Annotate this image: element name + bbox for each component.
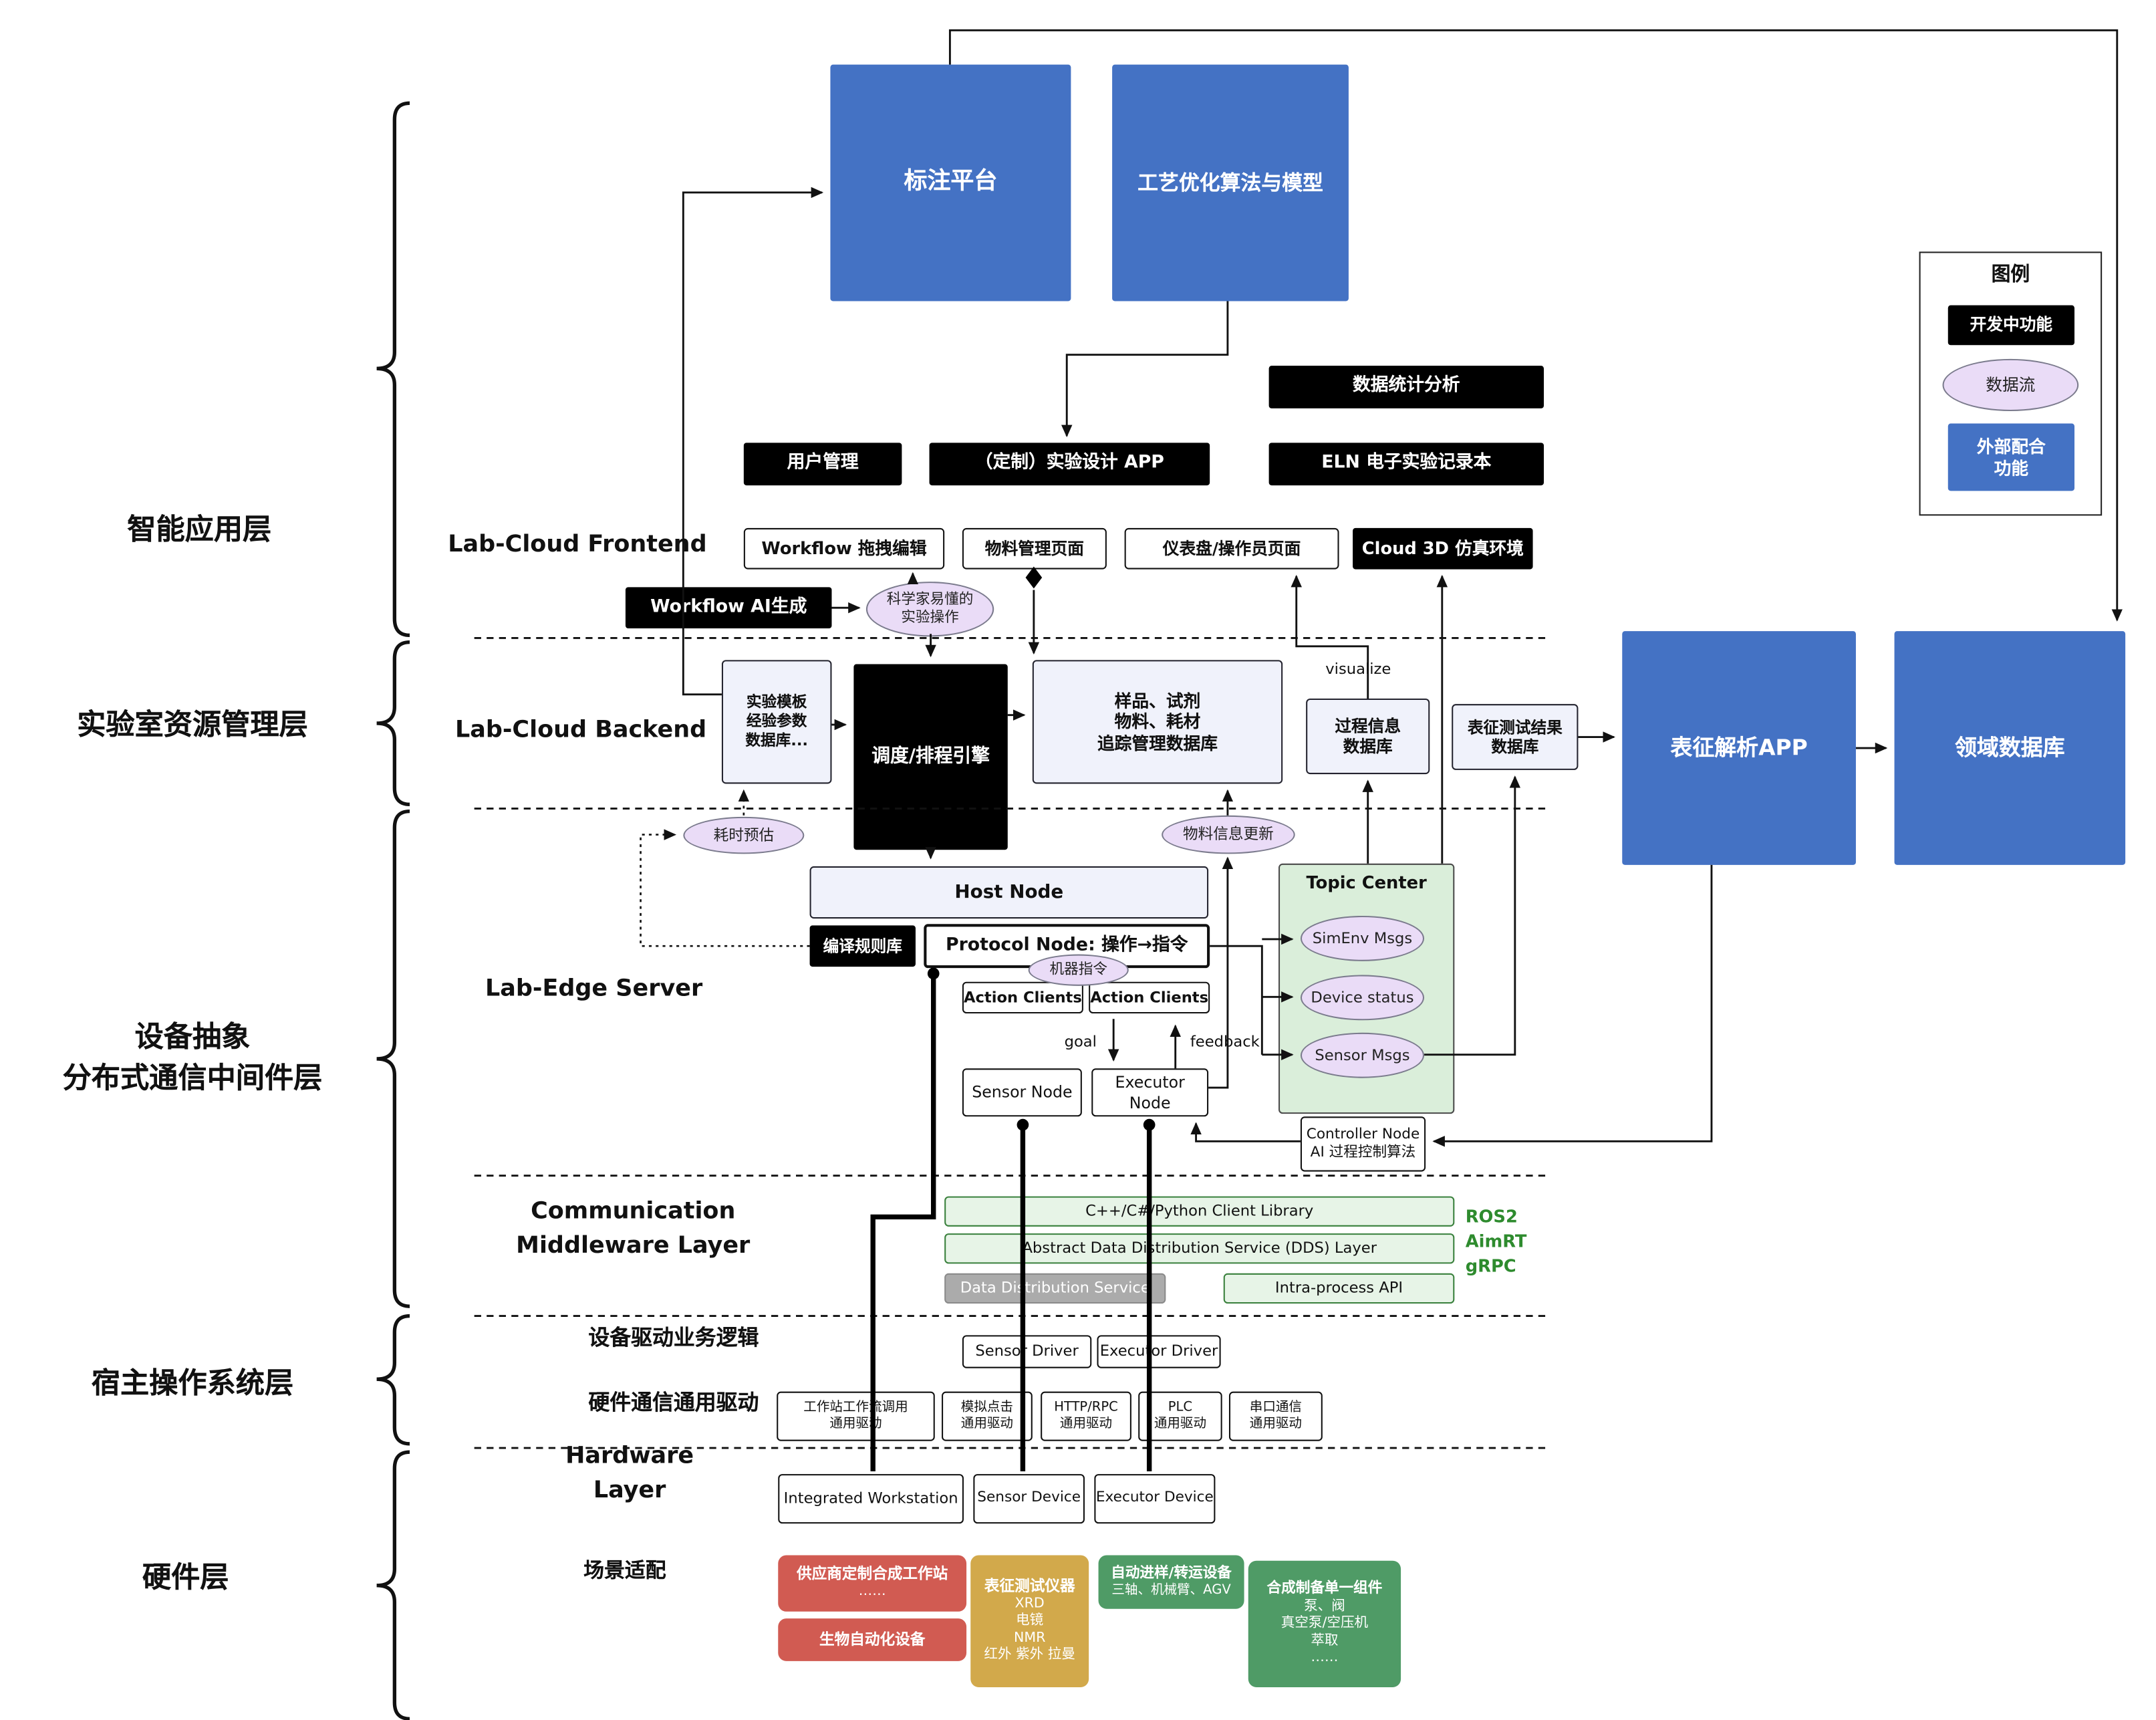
executor-node-box: Executor Node — [1091, 1068, 1209, 1117]
workflow-ai-box: Workflow AI生成 — [625, 587, 832, 629]
visualize-label: visualize — [1325, 660, 1391, 679]
aimrt-label: AimRT — [1465, 1231, 1527, 1251]
legend-external-function: 外部配合 功能 — [1947, 423, 2075, 491]
device-status-flow: Device status — [1300, 975, 1425, 1021]
dashboard-page-box: 仪表盘/操作员页面 — [1124, 527, 1339, 570]
vendor-workstation-title: 供应商定制合成工作站 — [797, 1565, 948, 1584]
section-label-hardware-layer: Hardware Layer — [565, 1443, 694, 1505]
legend-title: 图例 — [1991, 263, 2030, 286]
char-instruments-box: 表征测试仪器 XRD 电镜 NMR 红外 紫外 拉曼 — [970, 1555, 1089, 1687]
section-label-scenario: 场景适配 — [583, 1558, 666, 1583]
topic-center-title: Topic Center — [1306, 872, 1427, 892]
feedback-label: feedback — [1190, 1033, 1260, 1051]
ros2-label: ROS2 — [1465, 1205, 1518, 1227]
char-analysis-app-box: 表征解析APP — [1622, 631, 1856, 865]
driver-box-serial: 串口通信 通用驱动 — [1228, 1391, 1323, 1441]
section-label-device-driver-logic: 设备驱动业务逻辑 — [588, 1325, 759, 1350]
sensor-node-box: Sensor Node — [962, 1068, 1082, 1117]
scheduler-box: 调度/排程引擎 — [853, 664, 1008, 850]
section-label-frontend: Lab-Cloud Frontend — [448, 530, 707, 558]
simenv-msgs-flow: SimEnv Msgs — [1300, 915, 1425, 961]
sensor-device-box: Sensor Device — [973, 1474, 1085, 1524]
transfer-equipment-box: 自动进样/转运设备 三轴、机械臂、AGV — [1098, 1555, 1244, 1609]
driver-box-http-rpc: HTTP/RPC 通用驱动 — [1041, 1391, 1131, 1441]
synthesis-components-box: 合成制备单一组件 泵、阀 真空泵/空压机 萃取 …… — [1248, 1560, 1401, 1687]
sensor-driver-box: Sensor Driver — [962, 1335, 1092, 1368]
material-update-flow: 物料信息更新 — [1162, 815, 1295, 854]
char-result-db-box: 表征测试结果 数据库 — [1452, 704, 1579, 770]
layer-label-device-abstraction: 设备抽象 分布式通信中间件层 — [62, 1019, 323, 1095]
time-estimate-flow: 耗时预估 — [683, 816, 805, 854]
executor-driver-box: Executor Driver — [1097, 1335, 1221, 1368]
action-clients-box-2: Action Clients — [1089, 981, 1210, 1014]
machine-cmd-flow: 机器指令 — [1028, 954, 1129, 986]
layer-braces — [376, 101, 410, 1720]
compile-rules-box: 编译规则库 — [809, 925, 916, 967]
workflow-edit-box: Workflow 拖拽编辑 — [743, 527, 945, 570]
process-optimization-box: 工艺优化算法与模型 — [1112, 64, 1349, 301]
annotation-platform-box: 标注平台 — [830, 64, 1071, 301]
char-instruments-detail: XRD 电镜 NMR 红外 紫外 拉曼 — [984, 1596, 1075, 1663]
driver-box-click-sim: 模拟点击 通用驱动 — [942, 1391, 1033, 1441]
cloud-3d-box: Cloud 3D 仿真环境 — [1353, 527, 1533, 570]
legend-in-development: 开发中功能 — [1947, 305, 2075, 346]
template-db-box: 实验模板 经验参数 数据库... — [721, 660, 832, 784]
stats-analysis-box: 数据统计分析 — [1268, 366, 1544, 408]
material-page-box: 物料管理页面 — [962, 527, 1107, 570]
synthesis-components-detail: 泵、阀 真空泵/空压机 萃取 …… — [1281, 1598, 1369, 1666]
synthesis-components-title: 合成制备单一组件 — [1266, 1580, 1383, 1598]
driver-box-plc: PLC 通用驱动 — [1138, 1391, 1222, 1441]
driver-box-workstation: 工作站工作流调用 通用驱动 — [777, 1391, 935, 1441]
section-label-edge-server: Lab-Edge Server — [485, 974, 703, 1002]
eln-box: ELN 电子实验记录本 — [1268, 443, 1544, 486]
goal-label: goal — [1064, 1033, 1097, 1051]
client-library-box: C++/C#/Python Client Library — [944, 1196, 1455, 1227]
layer-label-intelligent-app: 智能应用层 — [127, 512, 272, 546]
transfer-equipment-detail: 三轴、机械臂、AGV — [1111, 1582, 1231, 1598]
sample-db-box: 样品、试剂 物料、耗材 追踪管理数据库 — [1032, 660, 1283, 784]
domain-db-box: 领域数据库 — [1894, 631, 2126, 865]
dds-layer-box: Abstract Data Distribution Service (DDS)… — [944, 1233, 1455, 1264]
custom-design-app-box: （定制）实验设计 APP — [929, 443, 1210, 486]
transfer-equipment-title: 自动进样/转运设备 — [1111, 1564, 1232, 1582]
vendor-workstation-detail: …… — [858, 1584, 886, 1600]
executor-device-box: Executor Device — [1094, 1474, 1216, 1524]
layer-label-host-os: 宿主操作系统层 — [91, 1366, 294, 1400]
char-instruments-title: 表征测试仪器 — [984, 1577, 1075, 1596]
bio-automation-title: 生物自动化设备 — [819, 1630, 926, 1648]
dotted-links — [640, 789, 810, 947]
bio-automation-box: 生物自动化设备 — [778, 1618, 967, 1661]
sensor-msgs-flow: Sensor Msgs — [1300, 1032, 1425, 1078]
layer-label-hardware: 硬件层 — [142, 1560, 229, 1594]
legend-data-flow: 数据流 — [1942, 358, 2079, 412]
process-db-box: 过程信息 数据库 — [1306, 698, 1430, 775]
section-label-comm-middleware: Communication Middleware Layer — [516, 1198, 751, 1260]
integrated-workstation-box: Integrated Workstation — [778, 1474, 964, 1524]
vendor-workstation-box: 供应商定制合成工作站 …… — [778, 1555, 967, 1612]
section-label-hw-comm-driver: 硬件通信通用驱动 — [588, 1390, 759, 1415]
section-label-backend: Lab-Cloud Backend — [454, 716, 707, 744]
host-node-box: Host Node — [809, 866, 1209, 919]
action-clients-box-1: Action Clients — [962, 981, 1083, 1014]
intra-process-api-box: Intra-process API — [1223, 1273, 1455, 1304]
grpc-label: gRPC — [1465, 1255, 1516, 1276]
user-mgmt-box: 用户管理 — [743, 443, 902, 486]
sci-ops-flow: 科学家易懂的 实验操作 — [865, 582, 994, 637]
layer-label-lab-resource: 实验室资源管理层 — [77, 707, 308, 741]
dds-box: Data Distribution Service — [944, 1273, 1166, 1304]
controller-node-box: Controller Node AI 过程控制算法 — [1300, 1116, 1426, 1172]
